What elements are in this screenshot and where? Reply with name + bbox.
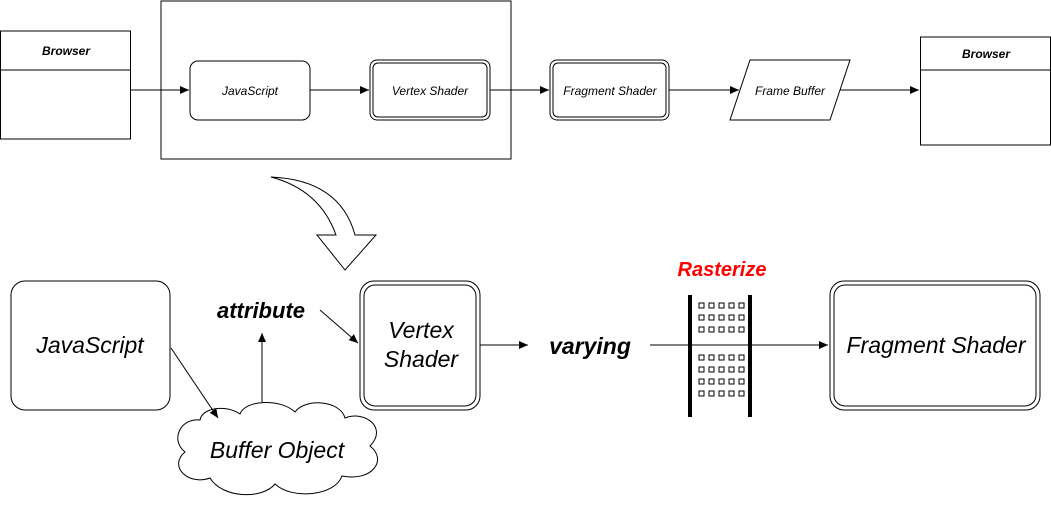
rasterize-label: Rasterize	[678, 259, 767, 281]
raster-pixel	[708, 354, 715, 361]
raster-pixel	[738, 366, 745, 373]
raster-pixel	[738, 302, 745, 309]
raster-pixel	[728, 302, 735, 309]
raster-pixel	[728, 378, 735, 385]
raster-pixel	[708, 302, 715, 309]
raster-pixel	[698, 302, 705, 309]
raster-pixel	[718, 366, 725, 373]
raster-pixel	[718, 326, 725, 333]
raster-pixel	[708, 326, 715, 333]
fragment-shader-label-top: Fragment Shader	[563, 84, 657, 98]
varying-label: varying	[549, 333, 631, 359]
frame-buffer-shape: Frame Buffer	[729, 59, 851, 121]
raster-pixel	[718, 390, 725, 397]
fragment-shader-box-top: Fragment Shader	[549, 59, 670, 121]
buffer-object-label: Buffer Object	[210, 437, 346, 463]
arrow-js-to-buffer	[170, 347, 219, 419]
raster-pixel	[698, 326, 705, 333]
raster-pixel	[718, 378, 725, 385]
raster-pixel	[738, 354, 745, 361]
buffer-object-cloud: Buffer Object	[177, 401, 378, 496]
raster-pixel	[708, 314, 715, 321]
raster-pixel	[738, 390, 745, 397]
vertex-shader-label-line2: Shader	[384, 346, 460, 372]
raster-pixel	[728, 314, 735, 321]
browser-left-label: Browser	[42, 44, 91, 58]
raster-pixel	[728, 390, 735, 397]
raster-pixel	[728, 366, 735, 373]
raster-pixel	[698, 390, 705, 397]
raster-pixel	[718, 354, 725, 361]
raster-pixel	[728, 326, 735, 333]
vertex-shader-label-top: Vertex Shader	[392, 84, 469, 98]
fragment-shader-box-bottom: Fragment Shader	[829, 280, 1041, 411]
raster-pixel	[738, 378, 745, 385]
javascript-label-bottom: JavaScript	[35, 332, 145, 358]
attribute-label: attribute	[217, 298, 305, 323]
raster-pixel	[718, 302, 725, 309]
vertex-shader-box-bottom: Vertex Shader	[359, 280, 481, 411]
javascript-label-top: JavaScript	[221, 84, 279, 98]
browser-right-label: Browser	[962, 47, 1011, 61]
vertex-shader-label-line1: Vertex	[388, 317, 455, 343]
raster-pixel	[698, 378, 705, 385]
zoom-curved-arrow	[270, 176, 378, 271]
raster-pixel	[738, 314, 745, 321]
browser-window-right: Browser	[920, 36, 1051, 146]
raster-pixel	[708, 366, 715, 373]
arrow-attribute-to-vertex	[319, 309, 359, 344]
frame-buffer-label: Frame Buffer	[755, 84, 826, 98]
raster-pixel	[698, 354, 705, 361]
vertex-shader-box-top: Vertex Shader	[369, 59, 491, 121]
raster-pixel	[738, 326, 745, 333]
rasterizer-icon	[688, 295, 752, 417]
javascript-box-bottom: JavaScript	[10, 280, 171, 411]
javascript-box-top: JavaScript	[189, 60, 311, 121]
browser-window-left: Browser	[0, 30, 131, 140]
raster-pixel	[708, 390, 715, 397]
raster-pixel	[728, 354, 735, 361]
raster-pixel	[698, 314, 705, 321]
raster-pixel	[698, 366, 705, 373]
fragment-shader-label-bottom: Fragment Shader	[847, 332, 1027, 358]
raster-pixel	[718, 314, 725, 321]
rasterizer-pixel-grid	[698, 302, 745, 397]
bottom-flow-arrows	[170, 309, 828, 419]
raster-pixel	[708, 378, 715, 385]
js-vertex-container	[160, 0, 512, 160]
